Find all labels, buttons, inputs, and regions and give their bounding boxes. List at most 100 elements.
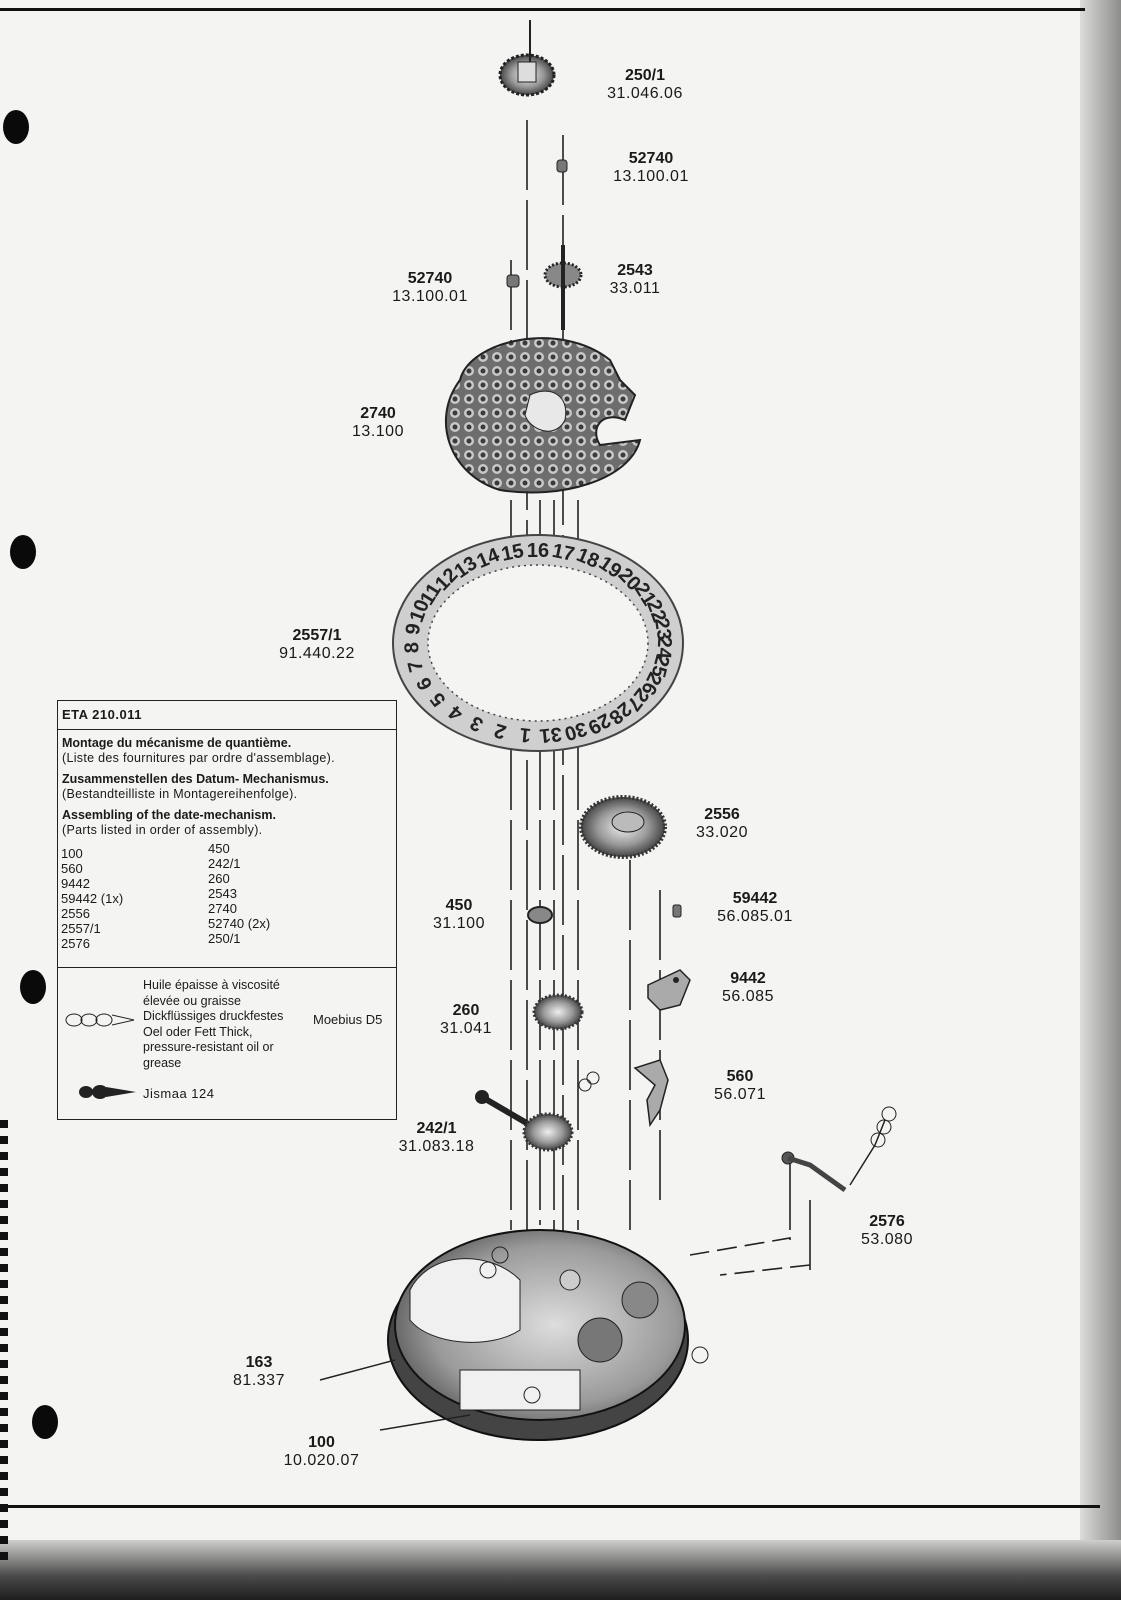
order-item: 250/1 xyxy=(208,931,241,946)
part-reference: 56.071 xyxy=(714,1086,766,1103)
part-number: 250/1 xyxy=(624,67,666,84)
part-label-52740: 52740 13.100.01 xyxy=(385,270,475,306)
part-reference: 13.100.01 xyxy=(392,288,468,305)
part-59442-drawing xyxy=(672,904,682,918)
en-heading: Assembling of the date-mechanism. xyxy=(62,808,276,822)
part-reference: 33.011 xyxy=(609,280,661,297)
part-label-2576: 2576 53.080 xyxy=(842,1213,932,1249)
punch-hole xyxy=(32,1405,58,1439)
part-reference: 31.046.06 xyxy=(607,85,683,102)
part-reference: 53.080 xyxy=(861,1231,913,1248)
order-item: 2557/1 xyxy=(61,921,101,936)
part-number: 52740 xyxy=(628,150,674,167)
box-title: ETA 210.011 xyxy=(58,701,396,730)
part-label-52740: 52740 13.100.01 xyxy=(606,150,696,186)
bottom-rule xyxy=(0,1505,1100,1508)
part-label-100: 100 10.020.07 xyxy=(274,1434,369,1470)
part-label-450: 450 31.100 xyxy=(414,897,504,933)
oil-brand: Moebius D5 xyxy=(313,1012,383,1027)
part-number: 52740 xyxy=(407,270,453,287)
part-label-260: 260 31.041 xyxy=(421,1002,511,1038)
part-reference: 91.440.22 xyxy=(279,645,355,662)
order-item: 9442 xyxy=(61,876,90,891)
date-numeral: 31 xyxy=(539,722,563,746)
part-label-2557-1: 2557/1 91.440.22 xyxy=(272,627,362,663)
part-label-163: 163 81.337 xyxy=(214,1354,304,1390)
part-reference: 10.020.07 xyxy=(283,1452,360,1469)
date-numeral: 1 xyxy=(519,723,532,746)
order-item: 260 xyxy=(208,871,230,886)
order-item: 2556 xyxy=(61,906,90,921)
french-instructions: Montage du mécanisme de quantième. (List… xyxy=(58,736,396,766)
part-reference: 13.100.01 xyxy=(613,168,689,185)
fr-subheading: (Liste des fournitures par ordre d'assem… xyxy=(62,751,335,765)
axis-leader xyxy=(689,1237,791,1256)
date-numeral: 23 xyxy=(650,616,675,641)
part-number: 2543 xyxy=(617,262,653,279)
order-item: 2576 xyxy=(61,936,90,951)
part-reference: 56.085.01 xyxy=(717,908,793,925)
part-number: 100 xyxy=(308,1434,335,1451)
part-number: 163 xyxy=(245,1354,273,1371)
part-number: 260 xyxy=(452,1002,480,1019)
order-item: 100 xyxy=(61,846,83,861)
part-250-1-drawing xyxy=(498,20,556,97)
punch-hole xyxy=(20,970,46,1004)
order-item: 52740 (2x) xyxy=(208,916,271,931)
part-label-2556: 2556 33.020 xyxy=(677,806,767,842)
part-560-drawing xyxy=(633,1059,669,1128)
axis-leader xyxy=(719,1264,811,1276)
part-reference: 56.085 xyxy=(722,988,774,1005)
part-number: 2557/1 xyxy=(292,627,342,644)
part-label-250-1: 250/1 31.046.06 xyxy=(600,67,690,103)
grease-brand: Jismaa 124 xyxy=(143,1086,215,1101)
part-number: 9442 xyxy=(730,970,766,987)
leader-line xyxy=(319,1359,396,1381)
part-label-2543: 2543 33.011 xyxy=(590,262,680,298)
part-number: 2576 xyxy=(869,1213,905,1230)
date-numeral: 16 xyxy=(527,540,549,562)
date-numeral: 9 xyxy=(402,622,425,636)
part-label-242-1: 242/1 31.083.18 xyxy=(389,1120,484,1156)
part-number: 560 xyxy=(726,1068,754,1085)
part-number: 450 xyxy=(445,897,473,914)
date-numeral: 25 xyxy=(646,653,673,680)
punch-hole xyxy=(10,535,36,569)
part-label-2740: 2740 13.100 xyxy=(333,405,423,441)
spiral-binding xyxy=(0,1120,8,1560)
grease-drop-icon xyxy=(79,1085,136,1099)
date-numeral: 7 xyxy=(404,658,428,674)
part-reference: 33.020 xyxy=(696,824,748,841)
order-item: 2740 xyxy=(208,901,237,916)
order-item: 59442 (1x) xyxy=(61,891,124,906)
de-subheading: (Bestandteilliste in Montagereihenfolge)… xyxy=(62,787,298,801)
order-item: 242/1 xyxy=(208,856,241,871)
part-100-main-plate-drawing xyxy=(387,1229,709,1441)
german-instructions: Zusammenstellen des Datum- Mechanismus. … xyxy=(58,772,396,802)
part-number: 2740 xyxy=(360,405,396,422)
part-2543-drawing xyxy=(543,245,583,330)
part-label-59442: 59442 56.085.01 xyxy=(705,890,805,926)
order-column-2: 450 242/1 260 2543 2740 52740 (2x) 250/1 xyxy=(208,841,270,946)
part-number: 2556 xyxy=(704,806,740,823)
part-reference: 31.100 xyxy=(433,915,485,932)
part-number: 242/1 xyxy=(416,1120,457,1137)
date-numeral: 24 xyxy=(652,636,675,660)
part-242-1-drawing xyxy=(475,1071,600,1152)
order-item: 560 xyxy=(61,861,83,876)
oil-drop-icon xyxy=(65,1013,135,1027)
punch-hole xyxy=(3,110,29,144)
order-item: 450 xyxy=(208,841,230,856)
part-2740-plate-drawing xyxy=(444,337,642,494)
date-numeral: 15 xyxy=(499,540,525,566)
part-2576-drawing xyxy=(781,1106,897,1193)
date-numeral: 8 xyxy=(401,642,424,654)
part-reference: 31.083.18 xyxy=(398,1138,475,1155)
part-52740-screw-drawing xyxy=(506,274,520,288)
leader-line xyxy=(379,1414,471,1431)
fr-heading: Montage du mécanisme de quantième. xyxy=(62,736,292,750)
page-stack-edge xyxy=(1080,0,1121,1600)
part-9442-drawing xyxy=(647,969,691,1011)
oil-description: Huile épaisse à viscosité élevée ou grai… xyxy=(143,978,284,1070)
